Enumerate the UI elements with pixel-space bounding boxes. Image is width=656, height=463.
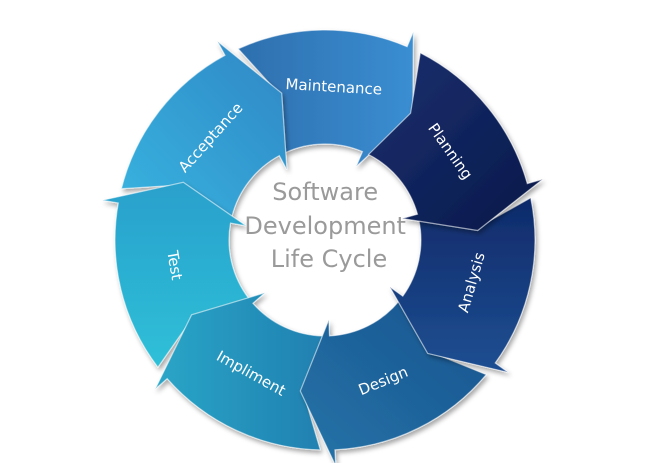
segment-planning xyxy=(367,51,544,232)
segment-acceptance xyxy=(120,40,288,218)
segment-impliment xyxy=(154,292,324,451)
segment-analysis xyxy=(389,196,536,373)
center-title-line-2: Development xyxy=(244,212,406,240)
segment-test xyxy=(102,181,250,369)
center-title-line-1: Software xyxy=(272,178,378,206)
segment-maintenance xyxy=(237,29,414,167)
label-test: Test xyxy=(163,248,186,281)
cycle-segments xyxy=(102,29,544,463)
label-maintenance: Maintenance xyxy=(285,75,382,99)
center-title: Software Development Life Cycle xyxy=(244,178,413,273)
center-title-line-3: Life Cycle xyxy=(271,245,387,273)
segment-design xyxy=(299,300,488,463)
